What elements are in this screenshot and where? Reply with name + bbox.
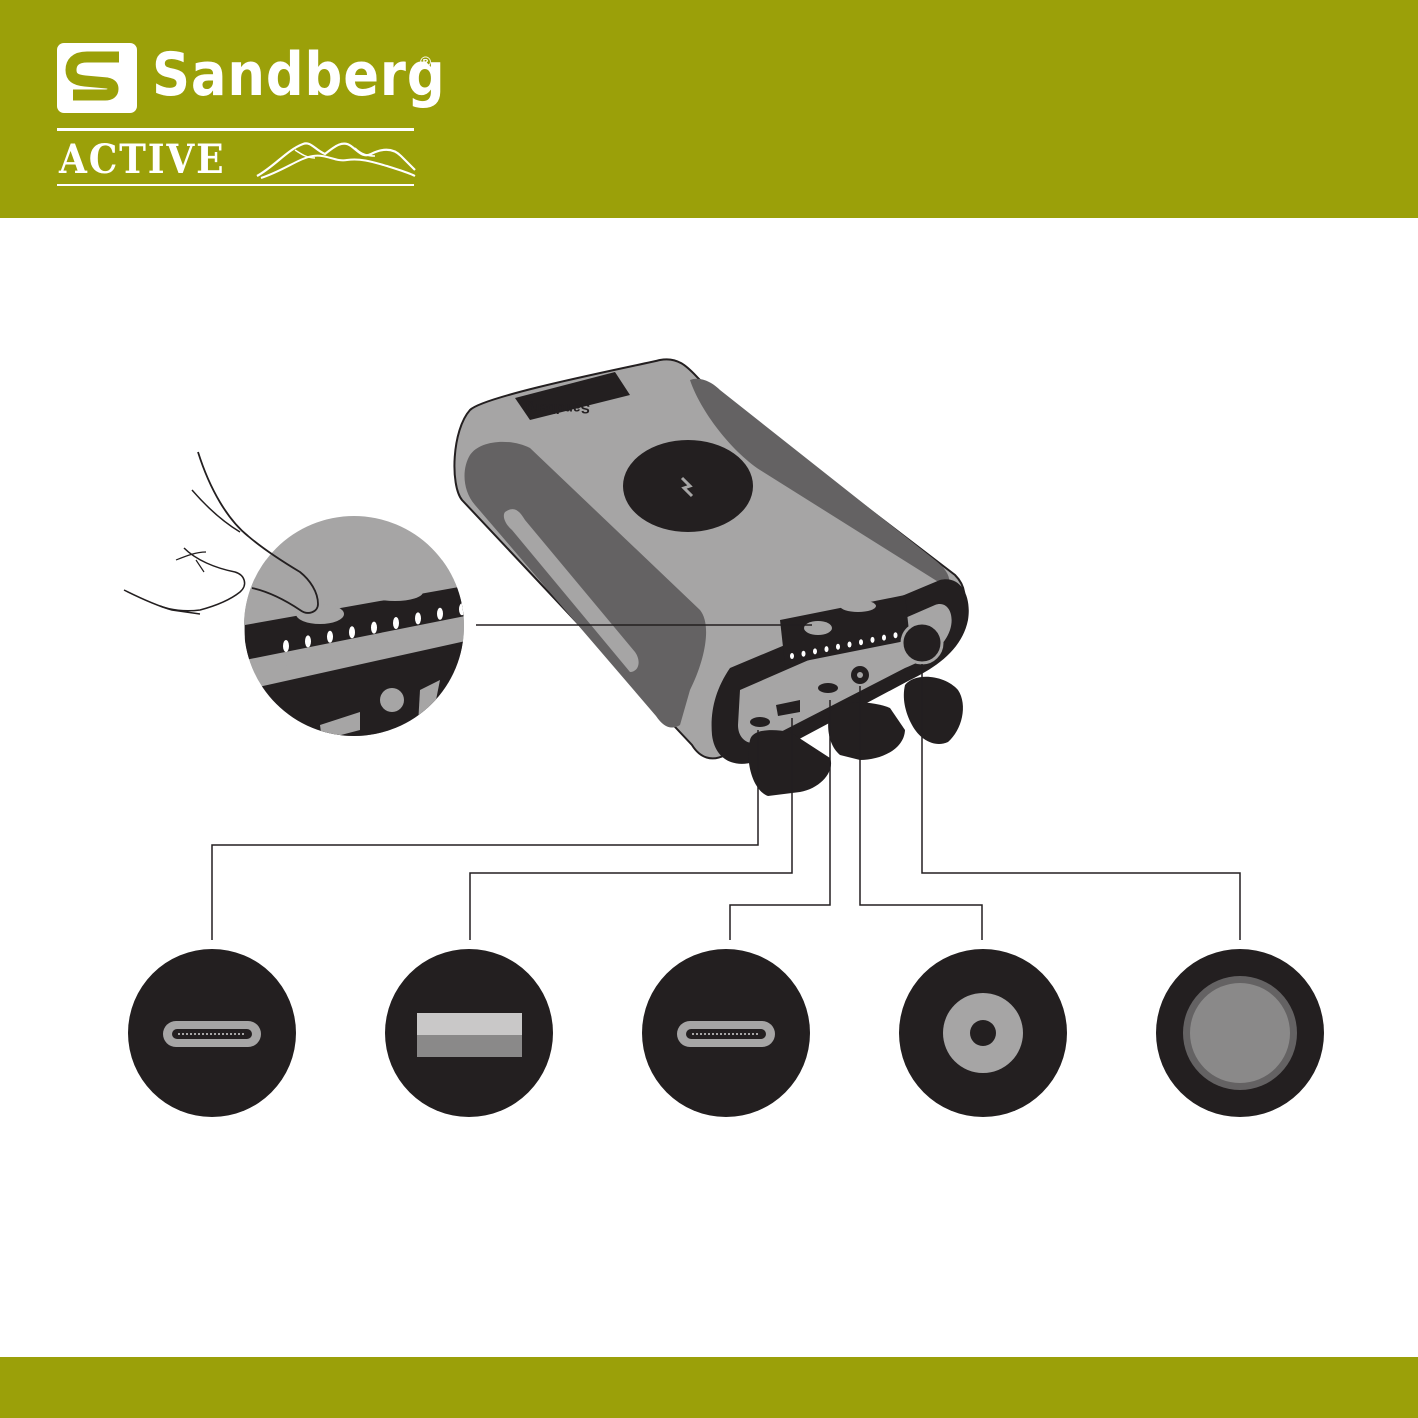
indicator-led [836,644,840,650]
indicator-led [415,612,421,624]
device-label: Sandberg [525,401,590,417]
indicator-led [882,635,886,641]
indicator-led [813,648,817,654]
indicator-led [393,617,399,629]
indicator-led [825,646,829,652]
indicator-led [481,599,487,611]
indicator-led [802,651,806,657]
indicator-led [283,640,289,652]
indicator-led [459,603,465,615]
indicator-led [437,608,443,620]
indicator-led [894,632,898,638]
indicator-led [305,635,311,647]
power-bank-device: Sandberg [454,359,968,796]
indicator-led [349,626,355,638]
indicator-led [790,653,794,659]
indicator-led [871,637,875,643]
indicator-led [327,631,333,643]
dc-jack-port-icon [899,949,1067,1117]
footer-band [0,1357,1418,1418]
indicator-led [848,642,852,648]
indicator-led [371,622,377,634]
car-socket-port-icon [1156,949,1324,1117]
indicator-led [859,639,863,645]
usb-c-port-icon [128,949,296,1117]
usb-c-port-icon [642,949,810,1117]
usb-a-port-icon [385,949,553,1117]
